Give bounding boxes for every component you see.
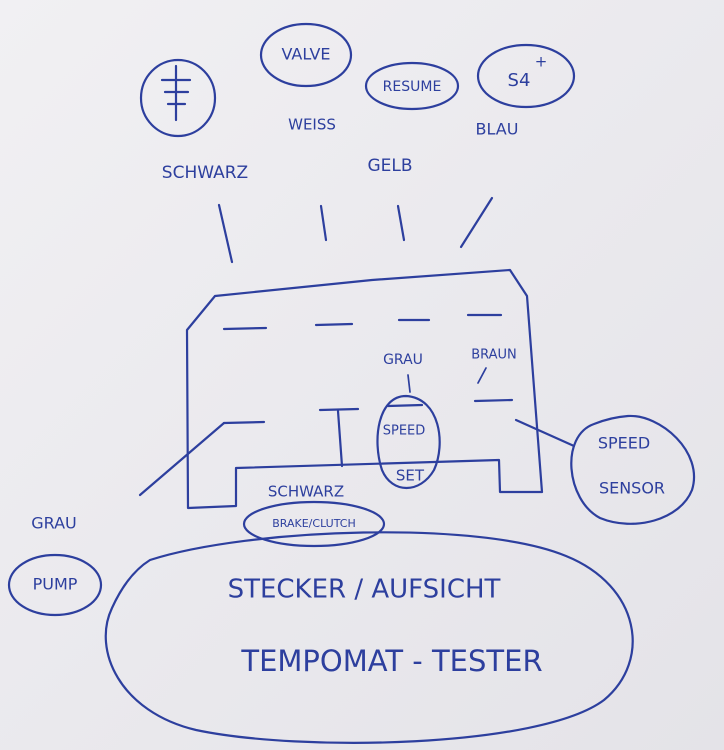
s4-label: S4 — [508, 70, 531, 91]
pin-row-bottom — [222, 398, 514, 425]
s4-plus-bubble: S4 + — [476, 43, 576, 109]
caption-line-2: TEMPOMAT - TESTER — [240, 644, 542, 678]
brake-clutch-label: BRAKE/CLUTCH — [272, 517, 355, 530]
speed-sensor-label-2: SENSOR — [599, 479, 665, 498]
connector-outline — [185, 268, 544, 510]
s4-plus-sign: + — [535, 53, 548, 71]
wire-color-schwarz-bottom: SCHWARZ — [268, 483, 344, 501]
wire-color-schwarz-top: SCHWARZ — [162, 163, 248, 183]
set-label: SET — [396, 467, 425, 485]
wire-color-gelb: GELB — [367, 156, 412, 176]
valve-label: VALVE — [281, 45, 330, 64]
speed-label: SPEED — [383, 424, 426, 439]
ground-symbol-icon — [160, 64, 192, 122]
ground-bubble — [139, 58, 217, 138]
pin-row-top — [222, 313, 503, 331]
speed-set-bubble: SPEED SET — [376, 394, 441, 490]
wire-color-blau: BLAU — [476, 120, 519, 139]
wire-color-weiss: WEISS — [288, 116, 336, 134]
wire-color-braun: BRAUN — [471, 348, 517, 363]
pump-bubble: PUMP — [7, 553, 103, 617]
valve-bubble: VALVE — [259, 22, 353, 88]
resume-label: RESUME — [383, 79, 442, 95]
speed-sensor-bubble: SPEED SENSOR — [570, 414, 695, 525]
speed-sensor-label-1: SPEED — [598, 434, 650, 453]
wire-lines — [217, 196, 494, 264]
caption-line-1: STECKER / AUFSICHT — [228, 575, 501, 605]
pump-label: PUMP — [33, 575, 78, 594]
wire-color-grau-left: GRAU — [31, 514, 77, 533]
brake-clutch-bubble: BRAKE/CLUTCH — [242, 500, 386, 548]
caption-bubble: STECKER / AUFSICHT TEMPOMAT - TESTER — [104, 531, 634, 744]
resume-bubble: RESUME — [364, 61, 460, 111]
wire-color-grau-mid: GRAU — [383, 352, 423, 368]
